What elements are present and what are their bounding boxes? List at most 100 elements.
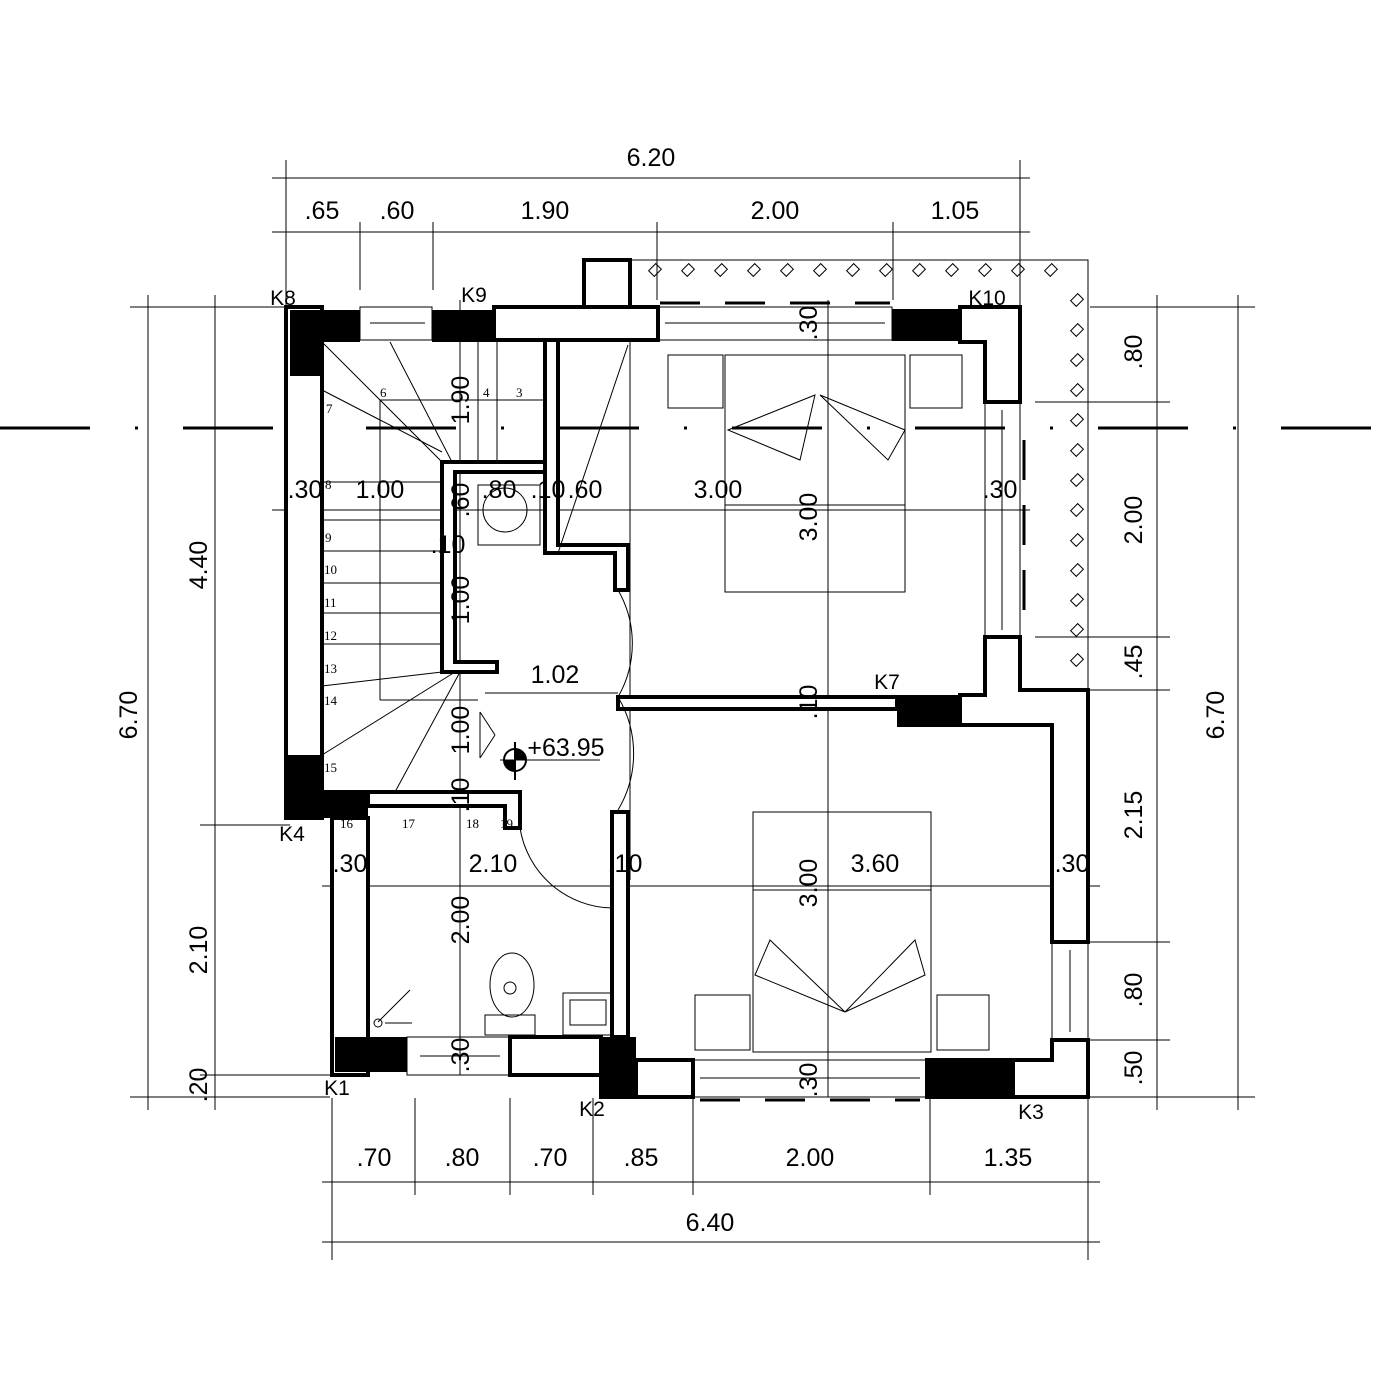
dim-text: 1.05 — [931, 197, 980, 225]
hatch-mark — [1069, 442, 1085, 458]
dim-text: .45 — [1120, 645, 1148, 680]
hatch-mark — [713, 262, 729, 278]
column-k3 — [927, 1060, 1015, 1098]
step-number: 14 — [324, 693, 338, 708]
dim-text: .10 — [531, 476, 566, 504]
dim-text: 4.40 — [185, 541, 213, 590]
elevation-marker: +63.95 — [500, 734, 605, 780]
hatch-mark — [1069, 652, 1085, 668]
hatch-mark — [1069, 322, 1085, 338]
walls — [284, 258, 1090, 1099]
balcony-hatch — [647, 262, 1085, 668]
dim-text: .30 — [288, 476, 323, 504]
dim-text: .50 — [1120, 1051, 1148, 1086]
column-k7 — [897, 695, 960, 727]
hatch-mark — [1069, 412, 1085, 428]
hatch-mark — [911, 262, 927, 278]
dim-text: .85 — [624, 1144, 659, 1172]
dim-text: .10 — [431, 531, 466, 559]
hatch-mark — [812, 262, 828, 278]
dim-text: 1.35 — [984, 1144, 1033, 1172]
column-label: K8 — [270, 287, 296, 310]
furniture — [373, 344, 990, 1053]
step-number: 8 — [325, 477, 332, 492]
hatch-mark — [647, 262, 663, 278]
interior-dimensions: .30 1.00 .80 .10 .60 3.00 .30 .30 2.10 .… — [288, 306, 1090, 1098]
hatch-mark — [1069, 532, 1085, 548]
hatch-mark — [1069, 502, 1085, 518]
dim-text: 2.00 — [751, 197, 800, 225]
dim-text: .60 — [380, 197, 415, 225]
dim-text: 3.00 — [795, 859, 823, 908]
dim-text: .30 — [447, 1038, 475, 1073]
doors[interactable] — [519, 589, 635, 909]
dim-text: .65 — [305, 197, 340, 225]
dim-text: 1.00 — [447, 576, 475, 625]
dim-text: 1.00 — [447, 706, 475, 755]
column-label: K7 — [874, 671, 900, 694]
step-number: 12 — [324, 628, 337, 643]
dim-text: .10 — [795, 685, 823, 720]
dim-text: .30 — [333, 850, 368, 878]
hatch-mark — [845, 262, 861, 278]
dim-text: .30 — [983, 476, 1018, 504]
dim-text: .80 — [445, 1144, 480, 1172]
hatch-mark — [779, 262, 795, 278]
dim-text: .30 — [795, 1063, 823, 1098]
dim-text: .80 — [1120, 335, 1148, 370]
dim-text: 1.90 — [521, 197, 570, 225]
column-label: K2 — [579, 1098, 605, 1121]
step-number: 9 — [325, 530, 332, 545]
dim-text: .70 — [357, 1144, 392, 1172]
bottom-dimensions: 6.40 .70 .80 .70 .85 2.00 1.35 — [357, 1144, 1033, 1237]
step-number: 7 — [326, 401, 333, 416]
hatch-mark — [1069, 292, 1085, 308]
top-dimensions: 6.20 .65 .60 1.90 2.00 1.05 — [305, 144, 980, 225]
hatch-mark — [1069, 622, 1085, 638]
dim-text: .80 — [1120, 973, 1148, 1008]
dim-text: 1.90 — [447, 376, 475, 425]
step-number: 19 — [500, 816, 513, 831]
column-label: K10 — [968, 287, 1005, 310]
column-labels: K8 K9 K10 K7 K4 K1 K2 K3 — [270, 284, 1044, 1124]
dim-right-overall: 6.70 — [1202, 691, 1230, 740]
dim-text: .60 — [447, 483, 475, 518]
dim-text: 2.00 — [1120, 496, 1148, 545]
windows — [359, 301, 1089, 1102]
hatch-mark — [977, 262, 993, 278]
step-number: 10 — [324, 562, 337, 577]
dim-text: .70 — [533, 1144, 568, 1172]
hatch-mark — [1069, 352, 1085, 368]
hatch-mark — [878, 262, 894, 278]
dim-text: .10 — [608, 850, 643, 878]
hatch-mark — [944, 262, 960, 278]
elevation-label: +63.95 — [527, 734, 604, 762]
column-k1 — [335, 1037, 407, 1072]
stair — [321, 340, 545, 793]
dim-left-overall: 6.70 — [115, 691, 143, 740]
dim-text: 1.02 — [531, 661, 580, 689]
step-number: 3 — [516, 385, 523, 400]
step-number: 15 — [324, 760, 337, 775]
step-number: 16 — [340, 816, 354, 831]
step-number: 4 — [483, 385, 490, 400]
dim-text: 2.10 — [185, 926, 213, 975]
dim-text: 2.15 — [1120, 791, 1148, 840]
dim-text: 3.60 — [851, 850, 900, 878]
hatch-mark — [1069, 382, 1085, 398]
dim-bottom-overall: 6.40 — [686, 1209, 735, 1237]
hatch-mark — [1043, 262, 1059, 278]
column-label: K9 — [461, 284, 487, 307]
dim-text: 2.00 — [786, 1144, 835, 1172]
dim-text: 3.00 — [694, 476, 743, 504]
hatch-mark — [1010, 262, 1026, 278]
left-dimensions: 6.70 4.40 2.10 .20 — [115, 541, 213, 1103]
right-dimensions: 6.70 .80 2.00 .45 2.15 .80 .50 — [1120, 335, 1230, 1086]
balcony-outline — [630, 259, 1089, 690]
step-number: 13 — [324, 661, 337, 676]
dim-text: 1.00 — [356, 476, 405, 504]
hatch-mark — [1069, 592, 1085, 608]
hatch-mark — [680, 262, 696, 278]
step-number: 11 — [324, 595, 337, 610]
